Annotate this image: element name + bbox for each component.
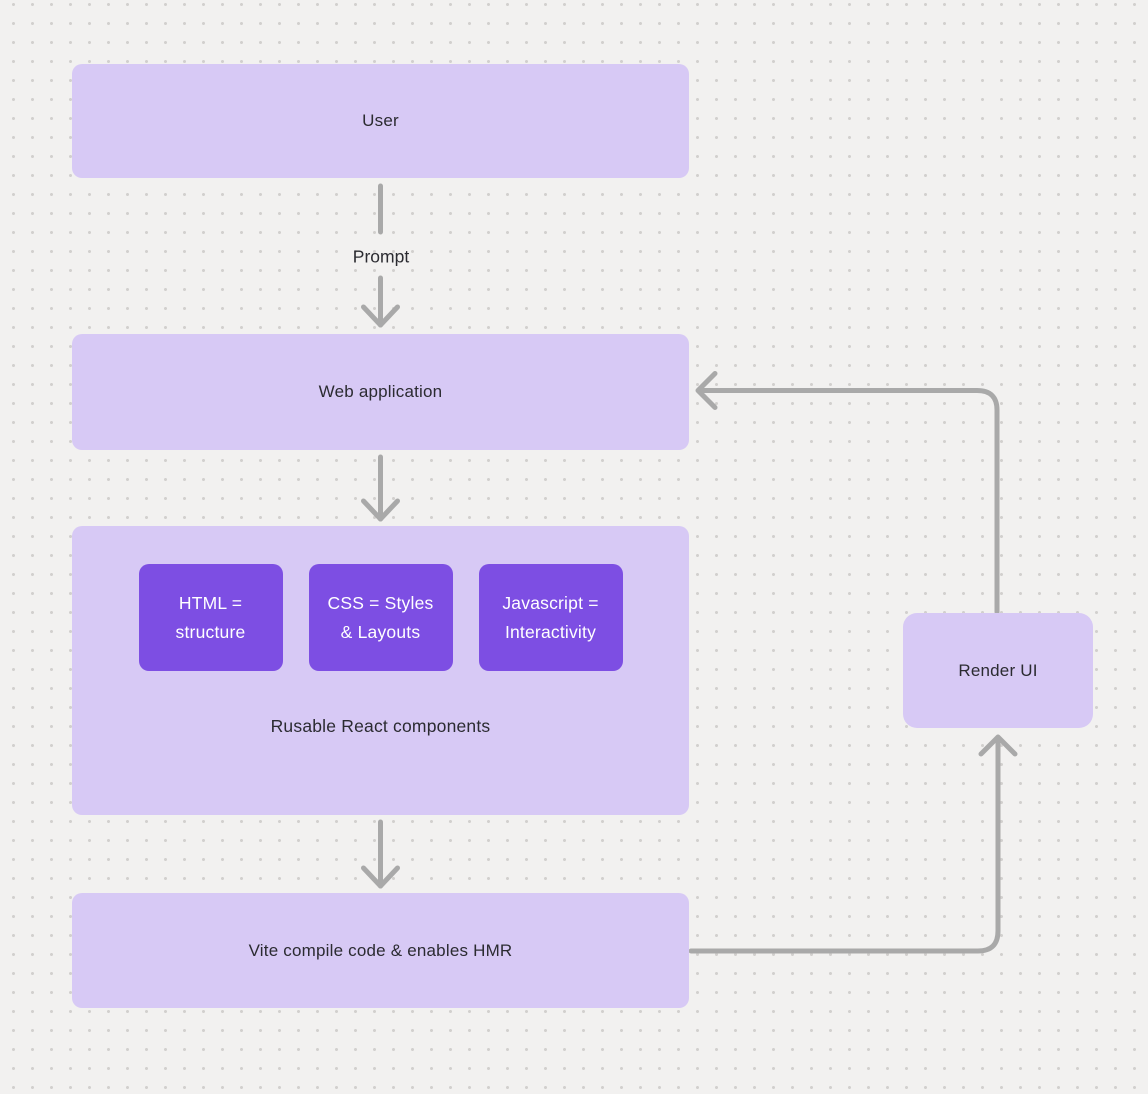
- node-javascript[interactable]: Javascript = Interactivity: [478, 564, 623, 671]
- arrow-webapp-to-components: [361, 454, 400, 522]
- components-row: HTML = structure CSS = Styles & Layouts …: [72, 564, 689, 671]
- node-render-ui-label: Render UI: [958, 660, 1038, 680]
- node-user-label: User: [362, 111, 399, 130]
- arrow-components-to-vite: [361, 819, 400, 889]
- node-html[interactable]: HTML = structure: [138, 564, 283, 671]
- node-css-label-line2: & Layouts: [340, 621, 421, 642]
- node-css[interactable]: CSS = Styles & Layouts: [308, 564, 453, 671]
- node-vite[interactable]: Vite compile code & enables HMR: [72, 893, 689, 1008]
- node-javascript-label-line2: Interactivity: [504, 621, 597, 642]
- node-render-ui[interactable]: Render UI: [903, 613, 1093, 728]
- node-html-label-line1: HTML =: [178, 592, 243, 613]
- node-html-label-line2: structure: [175, 621, 246, 642]
- node-user[interactable]: User: [72, 64, 689, 178]
- node-web-application-label: Web application: [318, 382, 443, 401]
- arrow-vite-to-render: [688, 734, 1018, 954]
- node-css-label-line1: CSS = Styles: [327, 592, 434, 613]
- node-web-application[interactable]: Web application: [72, 334, 689, 450]
- node-components-group[interactable]: HTML = structure CSS = Styles & Layouts …: [72, 526, 689, 815]
- node-vite-label: Vite compile code & enables HMR: [248, 940, 513, 960]
- edge-label-prompt: Prompt: [352, 246, 410, 267]
- node-javascript-label-line1: Javascript =: [502, 592, 599, 613]
- components-group-caption: Rusable React components: [270, 716, 491, 736]
- arrow-render-to-webapp: [695, 371, 1000, 615]
